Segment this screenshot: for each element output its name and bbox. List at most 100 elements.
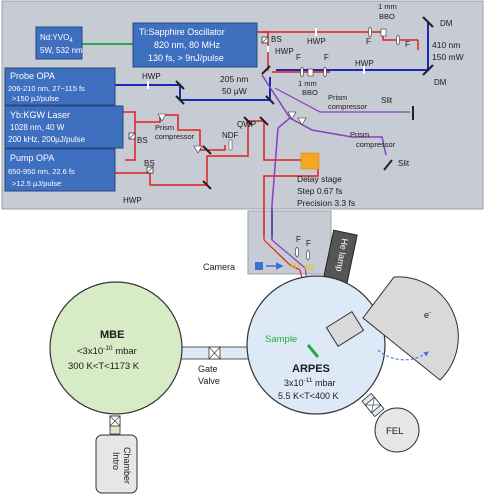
svg-text:Nd:YVO4: Nd:YVO4	[40, 33, 73, 44]
mirror-1	[261, 65, 271, 75]
svg-text:Prism: Prism	[328, 93, 347, 102]
electron-analyzer	[325, 276, 459, 381]
mirror-5	[202, 145, 212, 155]
svg-text:820 nm, 80 MHz: 820 nm, 80 MHz	[154, 40, 221, 50]
ndf-filter	[228, 139, 233, 151]
svg-text:Gate: Gate	[198, 364, 218, 374]
svg-text:MBE: MBE	[100, 329, 124, 341]
camera-beam-to-m1	[263, 239, 301, 271]
svg-text:>150 pJ/pulse: >150 pJ/pulse	[12, 94, 59, 103]
svg-text:F: F	[405, 40, 410, 49]
bs-cube-top	[261, 36, 269, 44]
prism-probe-1	[287, 111, 297, 120]
probe-opa-box: Probe OPA 206-210 nm, 27~115 fs >150 pJ/…	[4, 67, 116, 106]
svg-text:compressor: compressor	[155, 132, 195, 141]
prism-arm-top	[274, 87, 410, 113]
lens-f-3	[300, 66, 304, 78]
lens-f-1	[368, 26, 372, 38]
svg-text:M2: M2	[304, 263, 314, 272]
svg-text:200 kHz, 200μJ/pulse: 200 kHz, 200μJ/pulse	[8, 135, 86, 144]
svg-text:1028 nm, 40 W: 1028 nm, 40 W	[10, 123, 65, 132]
svg-text:F: F	[366, 37, 371, 46]
svg-text:Camera: Camera	[203, 262, 235, 272]
arpes-chamber	[246, 275, 386, 415]
lens-f-2	[396, 34, 400, 46]
svg-text:5W, 532 nm: 5W, 532 nm	[40, 46, 83, 55]
prism-probe-2	[297, 117, 307, 126]
svg-text:206-210 nm, 27~115 fs: 206-210 nm, 27~115 fs	[8, 84, 85, 93]
fel-valve	[364, 396, 382, 414]
svg-text:Probe OPA: Probe OPA	[10, 71, 55, 81]
mirror-7	[243, 116, 253, 126]
dm-top	[422, 16, 434, 28]
svg-text:BS: BS	[271, 35, 282, 44]
pump-opa-box: Pump OPA 650-950 nm, 22.6 fs >12.5 μJ/pu…	[4, 148, 116, 192]
slit-bottom	[383, 159, 393, 171]
bbo-top	[380, 28, 387, 37]
svg-text:50 μW: 50 μW	[222, 86, 247, 96]
svg-text:HWP: HWP	[123, 196, 142, 205]
mbe-chamber	[49, 281, 183, 415]
intro-chamber	[95, 434, 138, 494]
lens-camera-1	[295, 246, 299, 258]
svg-text:1 mm: 1 mm	[378, 2, 397, 11]
svg-text:Sample: Sample	[265, 334, 297, 345]
svg-text:3x10-11 mbar: 3x10-11 mbar	[284, 377, 335, 388]
svg-text:F: F	[306, 239, 311, 248]
svg-text:Step 0.67 fs: Step 0.67 fs	[297, 186, 342, 196]
svg-text:5.5 K<T<400 K: 5.5 K<T<400 K	[278, 391, 339, 401]
svg-text:BBO: BBO	[302, 88, 318, 97]
lens-f-4	[323, 66, 327, 78]
svg-text:Slit: Slit	[398, 159, 410, 168]
svg-text:Valve: Valve	[198, 376, 220, 386]
probe-uv-purple	[261, 74, 387, 156]
camera-device	[255, 262, 263, 270]
bbo-mid	[307, 68, 314, 77]
svg-text:HWP: HWP	[275, 47, 294, 56]
svg-text:M1: M1	[290, 261, 300, 270]
svg-text:ARPES: ARPES	[292, 363, 330, 375]
svg-text:Chamber: Chamber	[122, 447, 132, 484]
intro-valve	[109, 415, 121, 427]
svg-text:650-950 nm, 22.6 fs: 650-950 nm, 22.6 fs	[8, 167, 75, 176]
svg-text:NDF: NDF	[222, 131, 239, 140]
svg-text:300 K<T<1173 K: 300 K<T<1173 K	[68, 361, 140, 372]
svg-text:BS: BS	[137, 136, 148, 145]
svg-text:410 nm: 410 nm	[432, 40, 460, 50]
mirror-8	[259, 116, 269, 126]
svg-text:F: F	[324, 53, 329, 62]
svg-text:HWP: HWP	[355, 59, 374, 68]
ndyvo4-box: Nd:YVO4 5W, 532 nm	[35, 26, 83, 60]
svg-text:compressor: compressor	[356, 140, 396, 149]
svg-text:BBO: BBO	[379, 12, 395, 21]
svg-text:Pump OPA: Pump OPA	[10, 153, 54, 163]
dm-bottom	[422, 64, 434, 76]
svg-text:F: F	[296, 235, 301, 244]
svg-text:BS: BS	[144, 159, 155, 168]
camera-beam-to-m2	[271, 239, 306, 269]
svg-text:QWP: QWP	[237, 120, 256, 129]
gate-valve	[208, 346, 221, 360]
svg-text:<3x10-10 mbar: <3x10-10 mbar	[77, 345, 137, 357]
svg-text:HWP: HWP	[142, 72, 161, 81]
svg-text:Delay stage: Delay stage	[297, 174, 342, 184]
mirror-2	[175, 80, 185, 90]
svg-text:Prism: Prism	[155, 123, 174, 132]
svg-text:150 mW: 150 mW	[432, 52, 464, 62]
mirror-4	[265, 95, 275, 105]
svg-text:Precision 3.3 fs: Precision 3.3 fs	[297, 198, 355, 208]
ybkgw-box: Yb:KGW Laser 1028 nm, 40 W 200 kHz, 200μ…	[4, 105, 124, 149]
svg-text:F: F	[296, 53, 301, 62]
svg-text:HWP: HWP	[307, 37, 326, 46]
mirror-3	[175, 95, 185, 105]
sample	[306, 344, 320, 358]
fel-chamber	[374, 407, 420, 453]
svg-text:>12.5 μJ/pulse: >12.5 μJ/pulse	[12, 179, 61, 188]
svg-text:compressor: compressor	[328, 102, 368, 111]
svg-text:DM: DM	[440, 19, 453, 28]
prism-pump-1	[157, 113, 167, 122]
svg-text:Yb:KGW Laser: Yb:KGW Laser	[10, 110, 70, 120]
svg-text:205 nm: 205 nm	[220, 74, 248, 84]
